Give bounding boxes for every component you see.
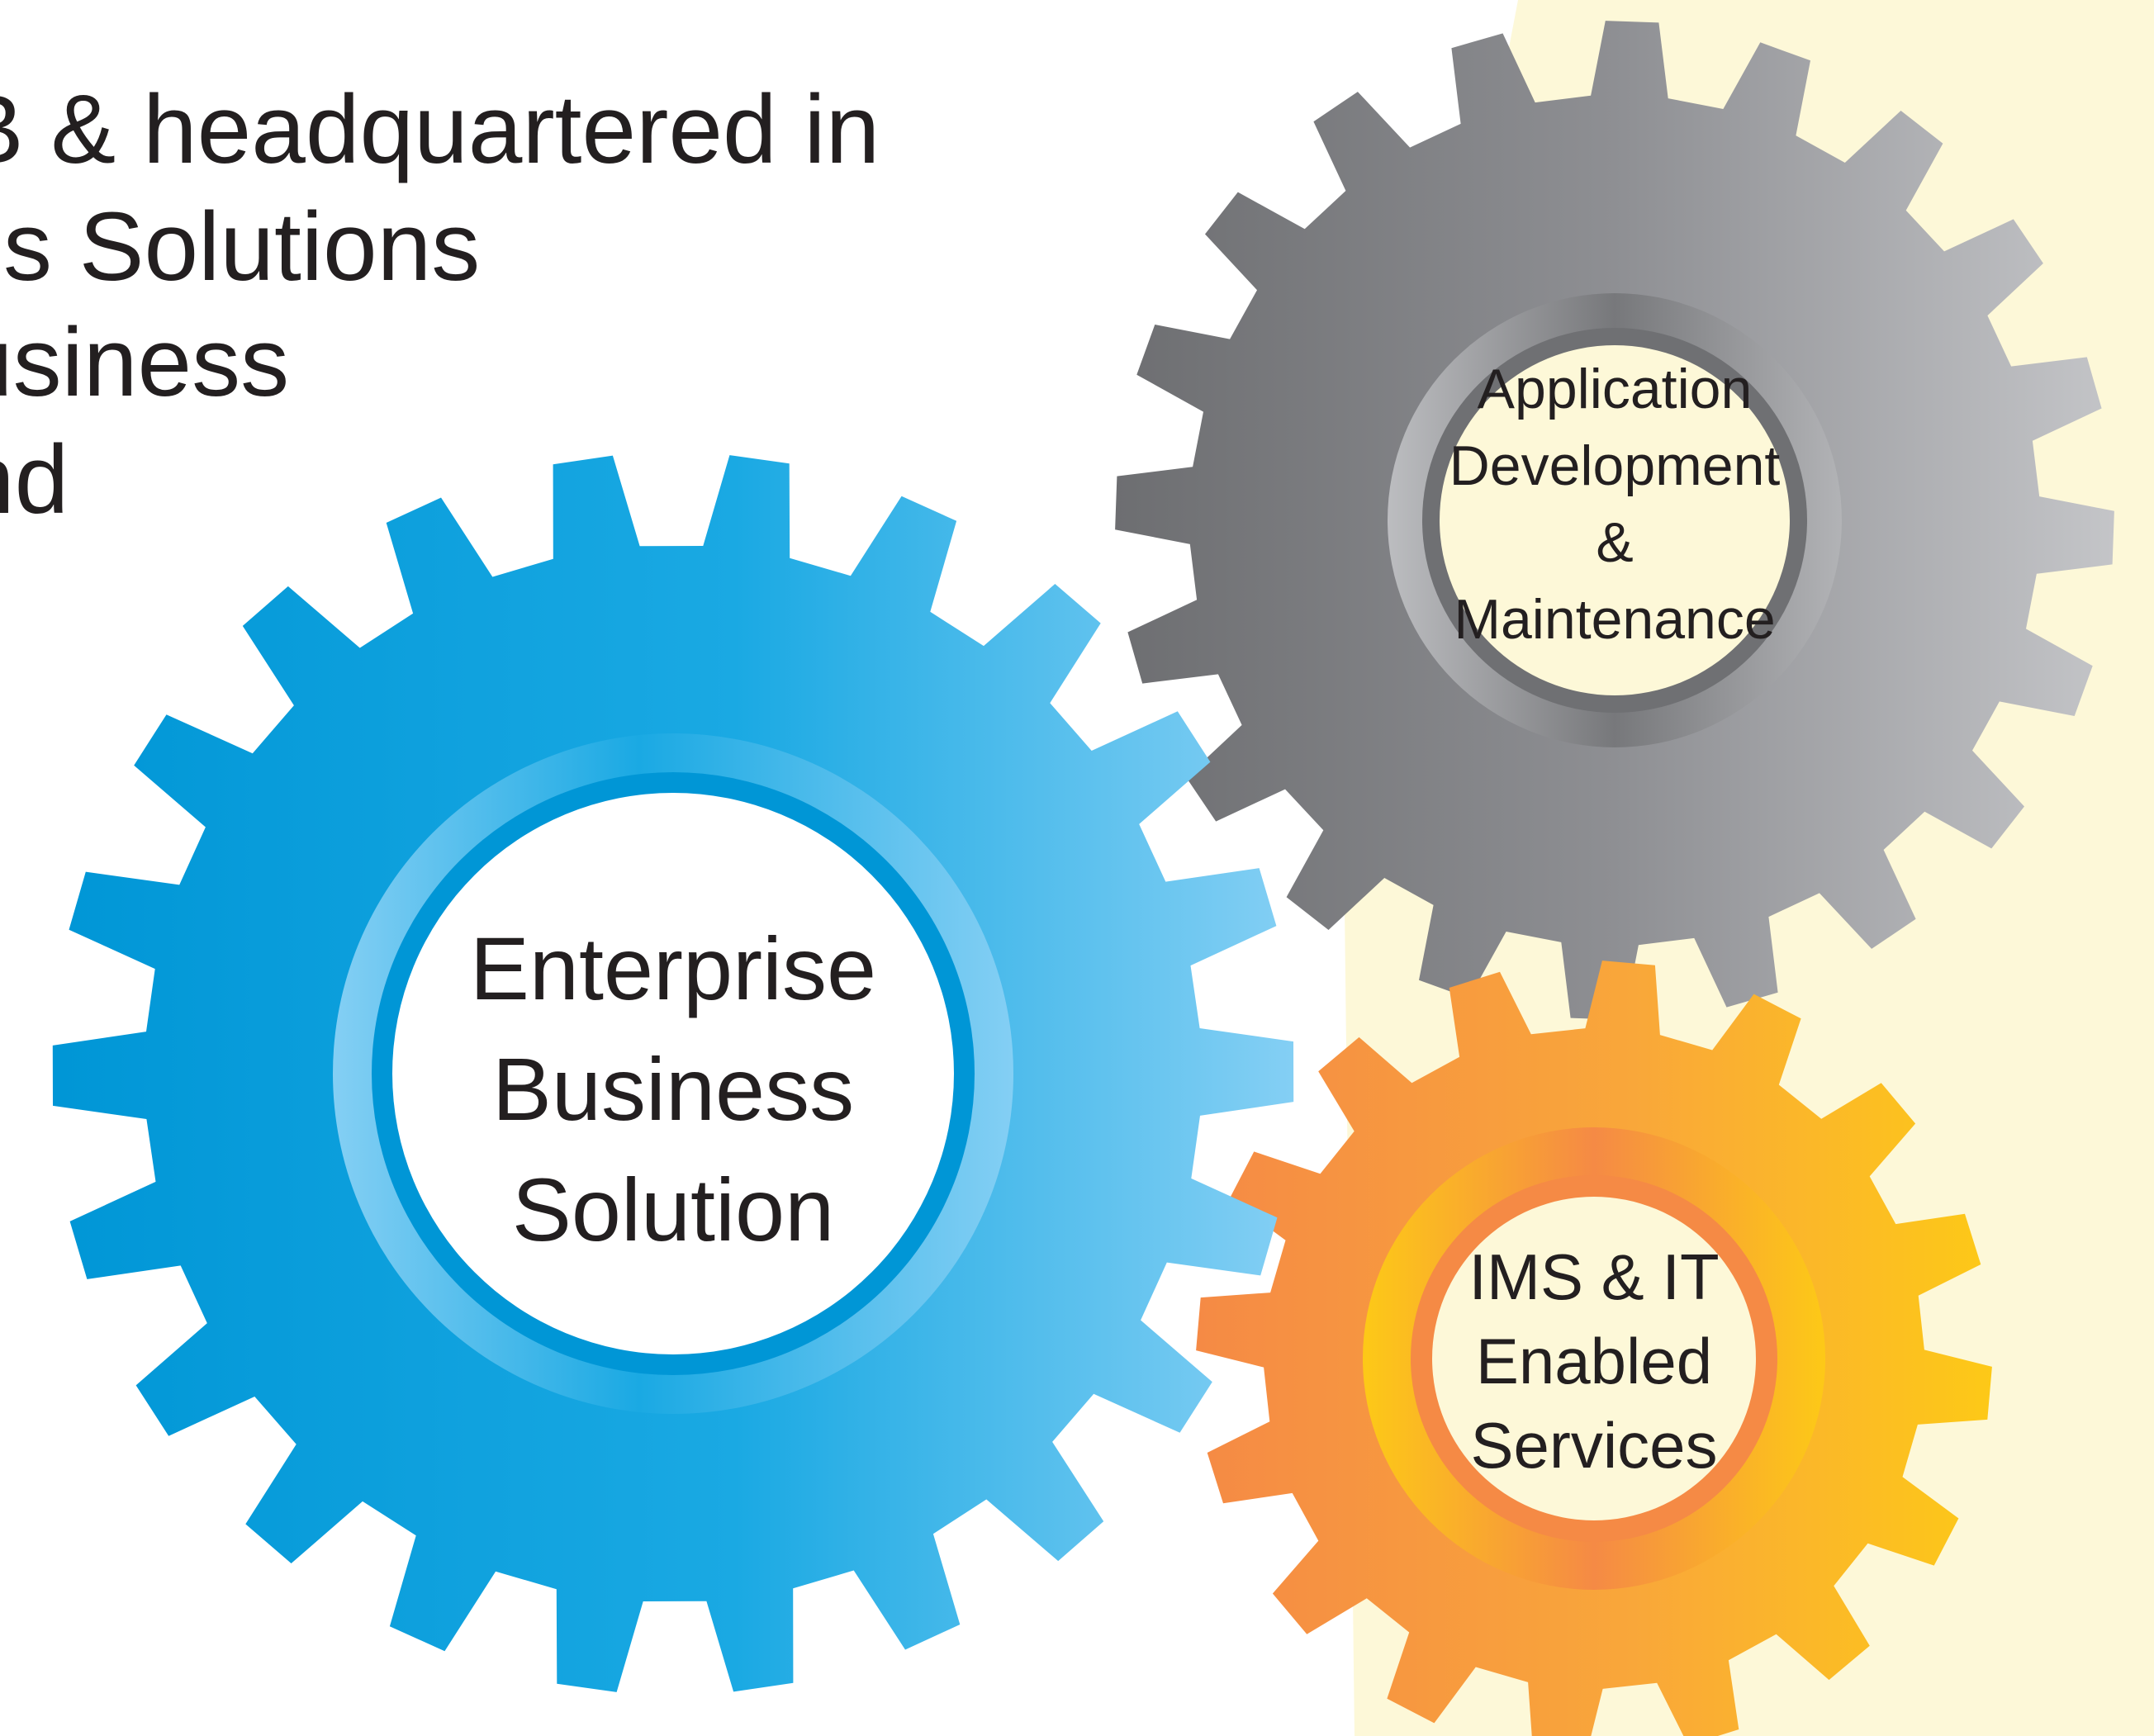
orange-gear	[1196, 960, 1992, 1736]
orange-gear-center	[1432, 1197, 1756, 1520]
gear-label-line: Application	[1477, 358, 1753, 420]
intro-text-line-1: B & headquartered in	[0, 75, 880, 184]
gear-label-line: Services	[1470, 1409, 1718, 1482]
gear-label-line: Solution	[511, 1160, 835, 1259]
intro-text-line-4: nd	[0, 425, 69, 534]
gear-label-line: Development	[1449, 434, 1781, 497]
blue-gear-center	[392, 793, 954, 1354]
application-development-label: Application Development & Maintenance	[1396, 351, 1834, 658]
gear-label-line: IMS & IT	[1468, 1240, 1720, 1313]
intro-text-line-3: usiness	[0, 308, 290, 417]
gear-label-line: &	[1596, 511, 1634, 574]
gray-gear	[1115, 21, 2114, 1020]
gear-label-line: Enabled	[1475, 1325, 1713, 1397]
blue-gear	[52, 455, 1294, 1692]
gear-label-line: Enterprise	[469, 918, 877, 1018]
enterprise-business-solution-label: Enterprise Business Solution	[425, 908, 921, 1270]
gray-gear-center	[1440, 345, 1790, 695]
gear-label-line: Business	[491, 1039, 855, 1139]
intro-text-line-2: ss Solutions	[0, 192, 481, 301]
gear-label-line: Maintenance	[1454, 588, 1776, 651]
ims-it-enabled-services-label: IMS & IT Enabled Services	[1400, 1235, 1788, 1487]
